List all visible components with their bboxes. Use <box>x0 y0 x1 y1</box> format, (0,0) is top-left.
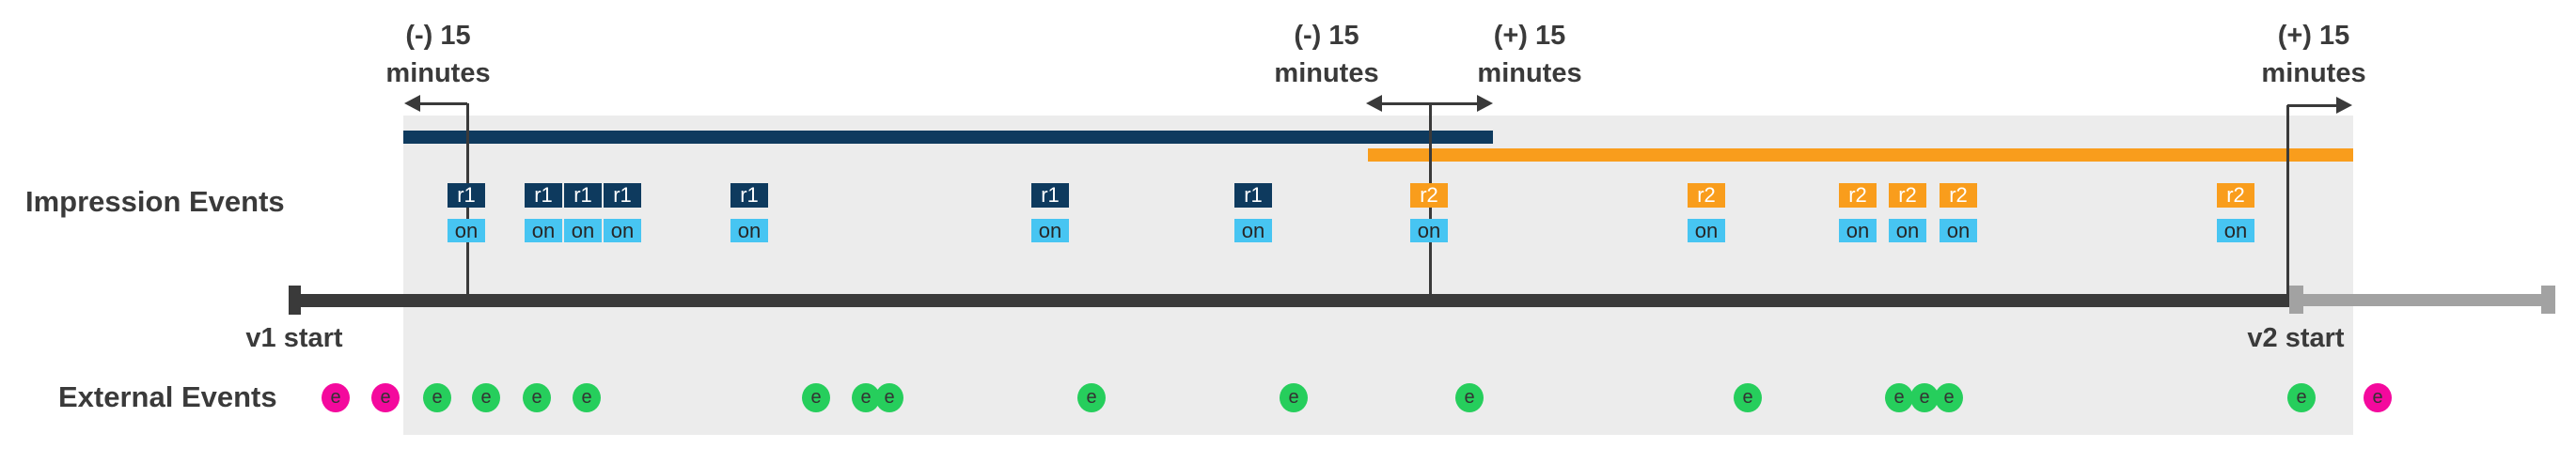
r2-badge: r2 <box>1940 183 1977 208</box>
r1-badge: r1 <box>448 183 485 208</box>
timeline-v2-bar <box>2297 294 2549 306</box>
on-badge: on <box>1410 219 1448 242</box>
impression-event-r1: r1 on <box>525 183 562 242</box>
annotation-line1: (+) 15 <box>1493 21 1566 51</box>
external-event-dot-green: e <box>802 383 830 412</box>
external-event-dot-green: e <box>875 383 903 412</box>
external-event-dot-pink: e <box>2364 383 2392 412</box>
r1-badge: r1 <box>1234 183 1272 208</box>
annotation-line2: minutes <box>385 58 491 88</box>
impression-event-r1: r1 on <box>1234 183 1272 242</box>
v2-start-label: v2 start <box>2247 323 2345 353</box>
timeline-v2-end-cap <box>2541 286 2555 314</box>
guide-line <box>2286 105 2289 294</box>
on-badge: on <box>525 219 562 242</box>
external-events-row-label: External Events <box>58 380 277 413</box>
impression-event-r1: r1 on <box>730 183 768 242</box>
impression-event-r2: r2 on <box>1839 183 1877 242</box>
impression-event-r2: r2 on <box>1688 183 1725 242</box>
impression-event-r1: r1 on <box>448 183 485 242</box>
arrow-shaft <box>2287 104 2339 107</box>
arrow-shaft <box>1379 102 1480 105</box>
timeline-v2-start-cap <box>2289 286 2303 314</box>
on-badge: on <box>604 219 641 242</box>
external-event-dot-green: e <box>1935 383 1963 412</box>
r1-badge: r1 <box>525 183 562 208</box>
annotation-line2: minutes <box>1477 58 1582 88</box>
external-event-dot-green: e <box>1455 383 1484 412</box>
r2-badge: r2 <box>1410 183 1448 208</box>
on-badge: on <box>2217 219 2254 242</box>
on-badge: on <box>1234 219 1272 242</box>
external-event-dot-green: e <box>2287 383 2316 412</box>
r2-badge: r2 <box>1889 183 1926 208</box>
annotation-minus-15-left: (-) 15 minutes <box>335 17 542 92</box>
annotation-minus-15-mid: (-) 15 minutes <box>1223 17 1430 92</box>
arrowhead-right-icon <box>2336 97 2352 114</box>
external-event-dot-green: e <box>1077 383 1106 412</box>
impression-event-r1: r1 on <box>564 183 602 242</box>
on-badge: on <box>564 219 602 242</box>
impression-events-row-label: Impression Events <box>25 185 285 218</box>
external-event-dot-green: e <box>1734 383 1762 412</box>
analysis-window-panel <box>403 116 2353 435</box>
r1-badge: r1 <box>730 183 768 208</box>
impression-event-r2: r2 on <box>2217 183 2254 242</box>
on-badge: on <box>1688 219 1725 242</box>
external-event-dot-green: e <box>423 383 451 412</box>
v1-start-label: v1 start <box>245 323 343 353</box>
annotation-line2: minutes <box>2261 58 2366 88</box>
on-badge: on <box>1940 219 1977 242</box>
external-event-dot-green: e <box>472 383 500 412</box>
impression-event-r2: r2 on <box>1940 183 1977 242</box>
annotation-line1: (-) 15 <box>1294 21 1359 51</box>
r1-badge: r1 <box>564 183 602 208</box>
impression-event-r1: r1 on <box>1031 183 1069 242</box>
external-event-dot-pink: e <box>371 383 400 412</box>
annotation-plus-15-right: (+) 15 minutes <box>2210 17 2417 92</box>
arrowhead-left-icon <box>404 95 420 112</box>
arrow-shaft <box>417 102 467 105</box>
on-badge: on <box>1889 219 1926 242</box>
on-badge: on <box>448 219 485 242</box>
annotation-line1: (+) 15 <box>2277 21 2350 51</box>
timeline-v1-bar <box>292 294 2289 307</box>
timeline-v1-start-cap <box>289 286 301 315</box>
external-event-dot-green: e <box>1885 383 1913 412</box>
external-event-dot-green: e <box>1280 383 1308 412</box>
annotation-plus-15-mid: (+) 15 minutes <box>1426 17 1633 92</box>
r1-badge: r1 <box>604 183 641 208</box>
arrowhead-right-icon <box>1477 95 1493 112</box>
annotation-line2: minutes <box>1274 58 1379 88</box>
annotation-line1: (-) 15 <box>405 21 471 51</box>
impression-event-r2: r2 on <box>1889 183 1926 242</box>
on-badge: on <box>1031 219 1069 242</box>
period-bar-r2 <box>1368 148 2353 162</box>
r1-badge: r1 <box>1031 183 1069 208</box>
external-event-dot-green: e <box>573 383 601 412</box>
arrowhead-left-icon <box>1366 95 1382 112</box>
r2-badge: r2 <box>1688 183 1725 208</box>
external-event-dot-pink: e <box>322 383 350 412</box>
on-badge: on <box>1839 219 1877 242</box>
on-badge: on <box>730 219 768 242</box>
r2-badge: r2 <box>2217 183 2254 208</box>
r2-badge: r2 <box>1839 183 1877 208</box>
external-event-dot-green: e <box>1910 383 1939 412</box>
period-bar-r1 <box>403 131 1493 144</box>
external-event-dot-green: e <box>523 383 551 412</box>
impression-event-r1: r1 on <box>604 183 641 242</box>
impression-event-r2: r2 on <box>1410 183 1448 242</box>
